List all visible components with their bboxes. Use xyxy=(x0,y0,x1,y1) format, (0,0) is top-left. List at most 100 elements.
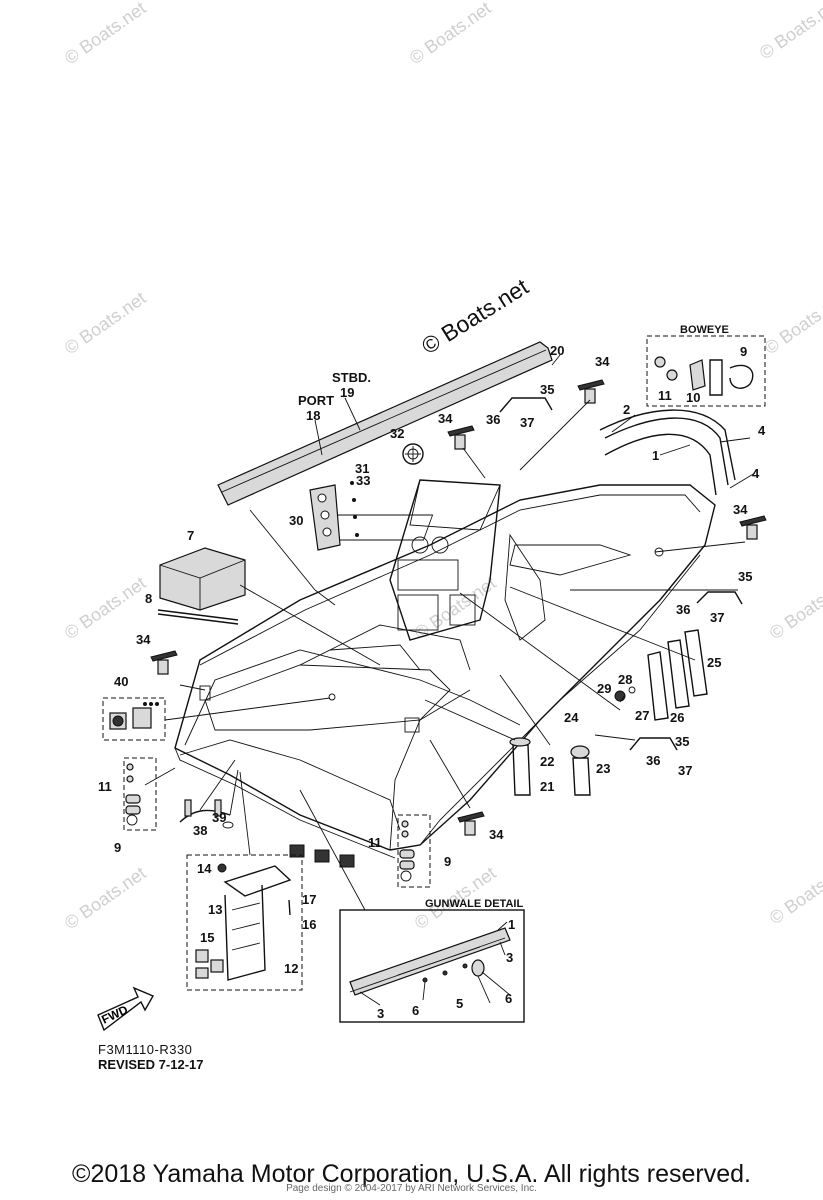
callout-38: 38 xyxy=(193,823,207,838)
callout-37: 37 xyxy=(678,763,692,778)
callout-16: 16 xyxy=(302,917,316,932)
fwd-label: FWD xyxy=(99,1002,130,1026)
port-label: PORT xyxy=(298,393,334,408)
callout-26: 26 xyxy=(670,710,684,725)
callout-35: 35 xyxy=(738,569,752,584)
callout-13: 13 xyxy=(208,902,222,917)
callout-4: 4 xyxy=(758,423,766,438)
callout-3: 3 xyxy=(377,1006,384,1021)
callout-34: 34 xyxy=(595,354,610,369)
callout-31: 31 xyxy=(355,461,369,476)
callout-35: 35 xyxy=(675,734,689,749)
callout-8: 8 xyxy=(145,591,152,606)
ladder-detail xyxy=(186,854,303,991)
callout-32: 32 xyxy=(390,426,404,441)
watermark: © Boats.net xyxy=(766,573,823,643)
side-boweye-center xyxy=(397,814,431,888)
gunwale-detail-title: GUNWALE DETAIL xyxy=(425,898,523,910)
callout-1: 1 xyxy=(652,448,659,463)
callout-24: 24 xyxy=(564,710,579,725)
callout-29: 29 xyxy=(597,681,611,696)
callout-25: 25 xyxy=(707,655,721,670)
leader-lines xyxy=(144,354,756,1006)
watermarks: © Boats.net © Boats.net © Boats.net © Bo… xyxy=(61,0,823,933)
revision-date: REVISED 7-12-17 xyxy=(98,1057,204,1072)
rod-holders xyxy=(614,629,708,721)
boat-hull xyxy=(174,479,716,868)
callout-39: 39 xyxy=(212,810,226,825)
callout-9: 9 xyxy=(444,854,451,869)
callout-2: 2 xyxy=(623,402,630,417)
ladder-mount xyxy=(179,799,234,829)
watermark: © Boats.net xyxy=(61,863,150,933)
callout-15: 15 xyxy=(200,930,214,945)
callout-22: 22 xyxy=(540,754,554,769)
callout-19: 19 xyxy=(340,385,354,400)
panel xyxy=(309,481,359,551)
gunwale-detail: GUNWALE DETAIL xyxy=(339,898,525,1023)
drain-fittings xyxy=(509,737,591,796)
stbd-label: STBD. xyxy=(332,370,371,385)
callouts: 20 34 STBD. 19 PORT 18 35 36 37 34 32 9 … xyxy=(98,343,766,1021)
watermark: © Boats.net xyxy=(61,0,150,68)
callout-34: 34 xyxy=(136,632,151,647)
callout-34: 34 xyxy=(489,827,504,842)
callout-27: 27 xyxy=(635,708,649,723)
diagram-code-block: F3M1110-R330 REVISED 7-12-17 xyxy=(98,1042,204,1072)
callout-14: 14 xyxy=(197,861,212,876)
callout-9: 9 xyxy=(114,840,121,855)
watermark: © Boats.net xyxy=(406,0,495,68)
callout-36: 36 xyxy=(486,412,500,427)
callout-10: 10 xyxy=(686,390,700,405)
fwd-arrow: FWD xyxy=(97,986,154,1032)
callout-9: 9 xyxy=(740,344,747,359)
callout-11: 11 xyxy=(658,388,672,403)
callout-36: 36 xyxy=(646,753,660,768)
callout-28: 28 xyxy=(618,672,632,687)
callout-6: 6 xyxy=(505,991,512,1006)
rub-rail xyxy=(599,409,736,496)
callout-1: 1 xyxy=(508,917,515,932)
callout-7: 7 xyxy=(187,528,194,543)
callout-3: 3 xyxy=(506,950,513,965)
callout-30: 30 xyxy=(289,513,303,528)
callout-12: 12 xyxy=(284,961,298,976)
cleats xyxy=(150,379,767,836)
watermark: © Boats.net xyxy=(761,288,823,358)
gunwale-rail xyxy=(217,341,553,506)
callout-34: 34 xyxy=(733,502,748,517)
callout-6: 6 xyxy=(412,1003,419,1018)
callout-36: 36 xyxy=(676,602,690,617)
callout-21: 21 xyxy=(540,779,554,794)
watermark: © Boats.net xyxy=(61,288,150,358)
callout-4: 4 xyxy=(752,466,760,481)
boweye-title: BOWEYE xyxy=(680,324,729,336)
cooler xyxy=(159,547,246,611)
callout-33: 33 xyxy=(356,473,370,488)
watermark: © Boats.net xyxy=(411,573,500,643)
copyright-notice: ©2018 Yamaha Motor Corporation, U.S.A. A… xyxy=(72,1160,751,1188)
boweye-detail: BOWEYE xyxy=(646,324,766,407)
callout-11: 11 xyxy=(98,779,112,794)
watermark: © Boats.net xyxy=(766,858,823,928)
callout-17: 17 xyxy=(302,892,316,907)
callout-35: 35 xyxy=(540,382,554,397)
page-design-credit: Page design © 2004-2017 by ARI Network S… xyxy=(286,1183,537,1194)
rod xyxy=(157,609,239,625)
callout-5: 5 xyxy=(456,996,463,1011)
callout-18: 18 xyxy=(306,408,320,423)
side-boweye-left xyxy=(123,757,157,831)
callout-20: 20 xyxy=(550,343,564,358)
diagram-code: F3M1110-R330 xyxy=(98,1042,193,1057)
callout-23: 23 xyxy=(596,761,610,776)
callout-37: 37 xyxy=(520,415,534,430)
watermark: © Boats.net xyxy=(756,0,823,63)
grab-handles xyxy=(499,397,743,751)
main-watermark: © Boats.net xyxy=(417,273,533,359)
callout-37: 37 xyxy=(710,610,724,625)
callout-40: 40 xyxy=(114,674,128,689)
transom-light xyxy=(102,697,166,741)
callout-11: 11 xyxy=(368,835,382,850)
cup-holder xyxy=(402,443,424,465)
